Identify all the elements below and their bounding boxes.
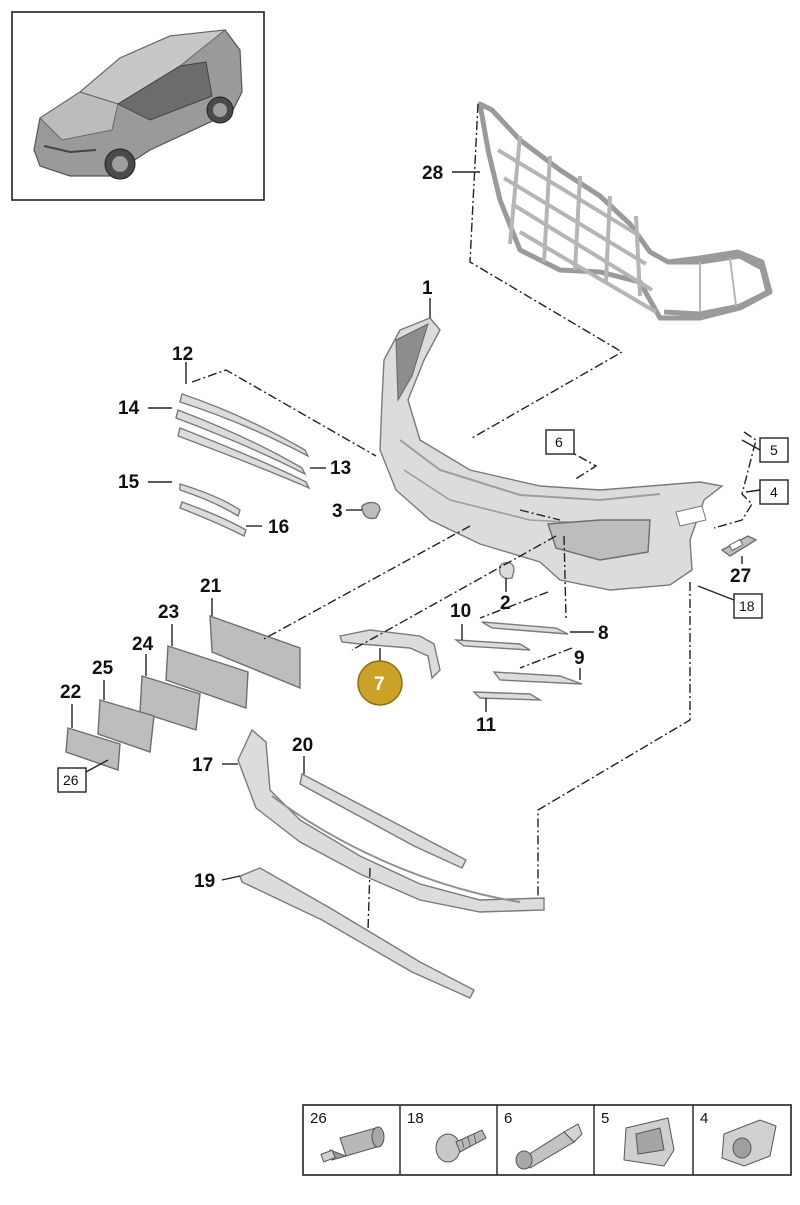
callout-1: 1 (422, 278, 433, 299)
callout-8: 8 (598, 623, 609, 644)
lower-spoiler-17 (237, 728, 545, 913)
push-rivet-icon (320, 1126, 385, 1163)
screw-icon (435, 1129, 487, 1163)
air-guide-7 (339, 629, 441, 680)
callout-14: 14 (118, 398, 140, 419)
vehicle-inset (11, 11, 265, 201)
callout-24: 24 (132, 634, 154, 655)
brackets-8-9-10-11 (453, 621, 583, 701)
grille-carrier-28 (477, 101, 773, 321)
reinforcement-20 (299, 772, 467, 869)
callout-12: 12 (172, 344, 193, 365)
callout-2: 2 (500, 593, 511, 614)
legend-number-4: 4 (700, 1110, 708, 1127)
callout-16: 16 (268, 517, 289, 538)
highlight-marker[interactable] (357, 660, 403, 706)
fastener-legend: 26 18 6 5 4 (302, 1104, 792, 1176)
legend-number-5: 5 (601, 1110, 609, 1127)
callout-17: 17 (192, 755, 213, 776)
callout-26: 26 (63, 772, 79, 788)
callout-3: 3 (332, 501, 343, 522)
cap-2 (498, 561, 515, 580)
callout-28: 28 (422, 163, 443, 184)
car-thumbnail (33, 29, 243, 180)
license-plate-brackets (65, 614, 301, 771)
assembly-lines (191, 103, 757, 931)
clip-nut-icon (721, 1119, 777, 1167)
callout-7[interactable]: 7 (374, 674, 385, 695)
callout-10: 10 (450, 601, 471, 622)
cap-3 (361, 501, 381, 520)
leader-lines (71, 171, 761, 881)
callout-6: 6 (555, 434, 563, 450)
callout-25: 25 (92, 658, 114, 679)
callout-21: 21 (200, 576, 222, 597)
legend-number-6: 6 (504, 1110, 512, 1127)
bumper-cover-1 (379, 317, 724, 591)
callout-18: 18 (739, 598, 755, 614)
callout-23: 23 (158, 602, 179, 623)
callouts: 1 28 12 14 13 15 16 3 2 8 10 9 11 27 21 … (57, 163, 789, 892)
callout-20: 20 (292, 735, 313, 756)
callout-5: 5 (770, 442, 778, 458)
callout-4: 4 (770, 484, 778, 500)
callout-11: 11 (476, 715, 497, 736)
legend-number-18: 18 (407, 1110, 424, 1127)
callout-13: 13 (330, 458, 351, 479)
legend-number-26: 26 (310, 1110, 327, 1127)
trim-strips-15-16 (179, 483, 247, 537)
lower-trim-19 (239, 867, 475, 999)
trim-strips-12-13-14 (175, 393, 311, 490)
callout-22: 22 (60, 682, 81, 703)
callout-19: 19 (194, 871, 215, 892)
callout-15: 15 (118, 472, 140, 493)
callout-9: 9 (574, 648, 585, 669)
spring-clip-icon (623, 1117, 675, 1167)
callout-27: 27 (730, 566, 751, 587)
expanding-rivet-icon (515, 1123, 583, 1170)
bracket-27 (720, 535, 758, 557)
